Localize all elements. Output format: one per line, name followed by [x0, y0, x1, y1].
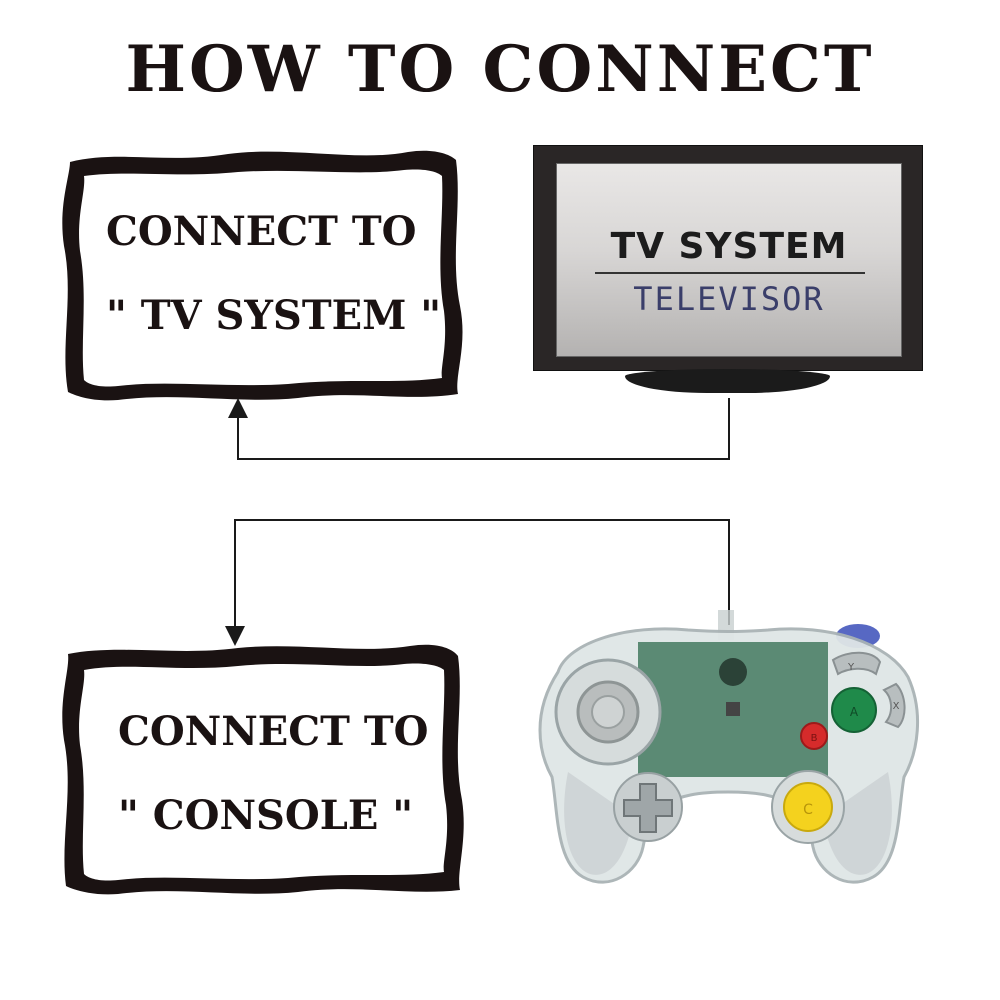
- console-box-line1: CONNECT TO: [118, 708, 429, 755]
- tv-stand: [625, 369, 830, 393]
- controller-icon: C Y X A B: [528, 602, 928, 902]
- tv-bezel: TV SYSTEM TELEVISOR: [533, 145, 923, 371]
- right-grip: [823, 772, 892, 875]
- tv-title-underline: [595, 272, 865, 274]
- controller-to-box-arrow: [225, 519, 730, 646]
- c-label: C: [803, 802, 813, 818]
- wavy-frame-border: [62, 644, 464, 895]
- y-button: [831, 651, 882, 676]
- wavy-frame-border: [62, 150, 463, 401]
- tv-to-box-arrow: [228, 398, 730, 460]
- tv-instruction-box: CONNECT TO " TV SYSTEM ": [58, 146, 466, 404]
- left-grip: [564, 772, 633, 875]
- tv-title: TV SYSTEM: [610, 226, 848, 267]
- console-box-line2: " CONSOLE ": [118, 792, 414, 839]
- controller-illustration: C Y X A B: [538, 610, 919, 884]
- b-label: B: [811, 733, 818, 744]
- tv-screen: TV SYSTEM TELEVISOR: [556, 163, 902, 357]
- c-stick: [783, 782, 833, 832]
- d-pad: [623, 783, 673, 833]
- x-label: X: [893, 701, 900, 712]
- tv-box-line2: " TV SYSTEM ": [106, 292, 442, 339]
- b-button: [800, 722, 828, 750]
- page-title: HOW TO CONNECT: [125, 32, 875, 107]
- tv-icon: TV SYSTEM TELEVISOR: [533, 145, 923, 405]
- tv-subtitle: TELEVISOR: [633, 280, 825, 318]
- x-button: [882, 682, 906, 729]
- console-instruction-box: CONNECT TO " CONSOLE ": [58, 640, 466, 898]
- a-label: A: [850, 705, 859, 719]
- a-button: [831, 687, 877, 733]
- y-label: Y: [847, 662, 855, 673]
- tv-box-line1: CONNECT TO: [106, 208, 417, 255]
